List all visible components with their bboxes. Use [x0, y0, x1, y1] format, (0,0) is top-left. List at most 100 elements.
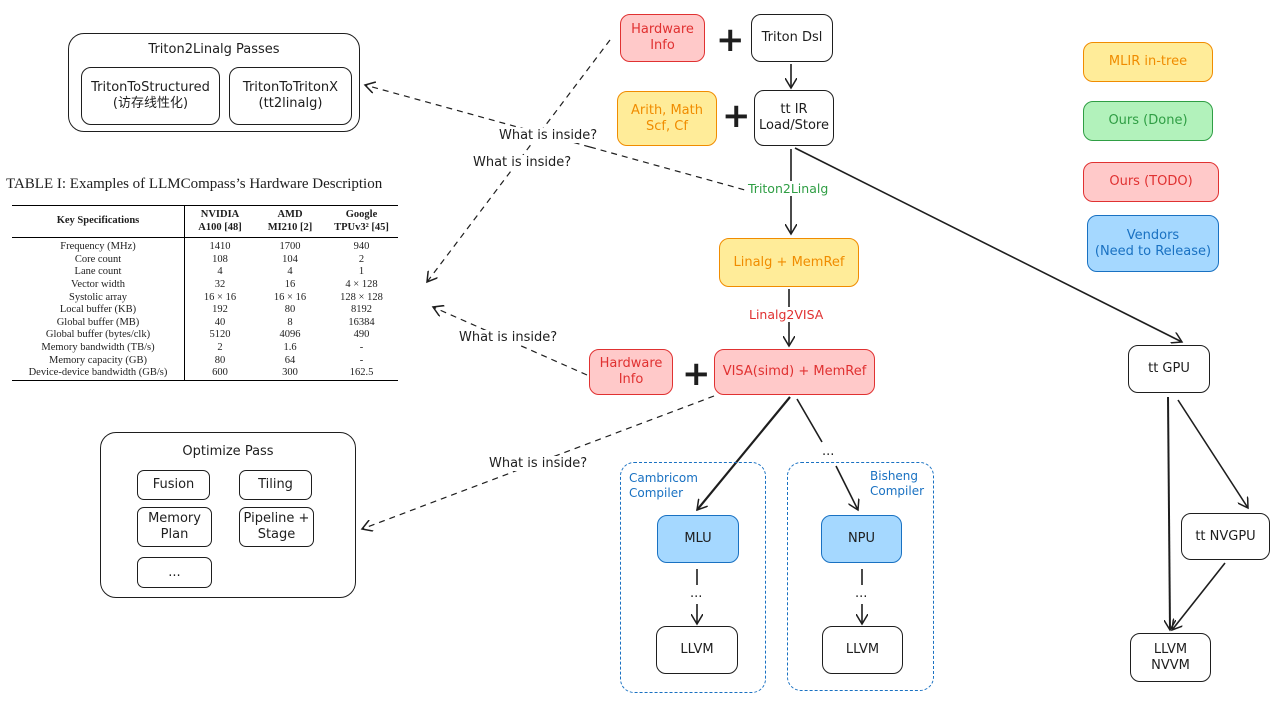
ellipsis-label: ...	[822, 444, 835, 459]
optimize-panel-title: Optimize Pass	[182, 444, 274, 459]
table-cell: 1	[358, 266, 365, 278]
table-cell: 128 × 128	[340, 291, 383, 303]
triton-dsl-node: Triton Dsl	[751, 14, 833, 62]
table-cell: 4096	[279, 329, 301, 341]
table-cell: 600	[212, 367, 228, 379]
pass-triton-to-tritonx: TritonToTritonX (tt2linalg)	[229, 67, 352, 125]
table-row-label: Memory bandwidth (TB/s)	[12, 341, 185, 355]
optimize-item-tiling: Tiling	[239, 470, 312, 500]
arrow-visa-to-dots	[796, 398, 823, 443]
llvm-mid-node: LLVM	[822, 626, 903, 674]
arith-math-node: Arith, Math Scf, Cf	[617, 91, 717, 146]
tt-gpu-node: tt GPU	[1128, 345, 1210, 393]
table-cell: 8192	[351, 304, 372, 316]
table-row-label: Device-device bandwidth (GB/s)	[12, 367, 185, 381]
plus-sign: +	[682, 354, 711, 394]
legend-ours-todo: Ours (TODO)	[1083, 162, 1219, 202]
table-row-label: Local buffer (KB)	[12, 304, 185, 317]
npu-node: NPU	[821, 515, 902, 563]
linalg-memref-node: Linalg + MemRef	[719, 238, 859, 287]
table-cell: 40	[214, 316, 226, 328]
table-row-label: Core count	[12, 253, 185, 267]
question-label-optimize: What is inside?	[489, 456, 588, 471]
table-cell: 490	[353, 329, 370, 341]
tt-ir-node: tt IR Load/Store	[754, 90, 834, 146]
arrow-ttir-to-ttgpu	[794, 147, 1182, 342]
table-cell: 2	[358, 253, 365, 265]
arrow-ttgpu-to-llvm	[1168, 396, 1170, 630]
npu-dots: ...	[855, 586, 868, 601]
llvm-left-node: LLVM	[656, 626, 738, 674]
table-cell: 16	[284, 278, 296, 290]
question-label-passes: What is inside?	[499, 128, 598, 143]
table-row-label: Frequency (MHz)	[12, 237, 185, 254]
table-cell: 4 × 128	[345, 278, 378, 290]
table-cell: -	[359, 341, 364, 353]
table-header-row: Key Specifications NVIDIA A100 [48] AMD …	[12, 205, 398, 238]
cambricon-compiler-group	[620, 462, 766, 693]
table-header-cell: NVIDIA A100 [48]	[198, 209, 242, 233]
visa-memref-node: VISA(simd) + MemRef	[714, 349, 875, 395]
linalg2visa-label: Linalg2VISA	[749, 307, 824, 322]
bisheng-compiler-group	[787, 462, 934, 691]
triton2linalg-label: Triton2Linalg	[748, 181, 829, 196]
table-cell: 108	[212, 253, 228, 265]
table-cell: 1.6	[283, 341, 297, 353]
table-cell: 162.5	[349, 367, 374, 379]
legend-mlir-in-tree: MLIR in-tree	[1083, 42, 1213, 82]
table-cell: 8	[287, 316, 293, 328]
table-cell: 1700	[279, 241, 301, 253]
table-row-label: Memory capacity (GB)	[12, 354, 185, 368]
pass-triton-to-structured: TritonToStructured (访存线性化)	[81, 67, 220, 125]
optimize-item-memory-plan: Memory Plan	[137, 507, 212, 547]
table-cell: 16 × 16	[273, 291, 307, 303]
mlu-dots: ...	[690, 586, 703, 601]
table-cell: 940	[353, 241, 370, 253]
table-cell: 64	[284, 354, 296, 366]
table-cell: 4	[217, 266, 223, 278]
table-cell: 16384	[348, 316, 375, 328]
table-row: Global buffer (bytes/clk) 5120 4096 490	[12, 329, 398, 342]
table-cell: 32	[214, 278, 226, 290]
legend-vendors: Vendors (Need to Release)	[1087, 215, 1219, 272]
table-cell: -	[359, 354, 364, 366]
plus-sign: +	[716, 20, 745, 60]
table-cell: 192	[212, 304, 228, 316]
question-label-table: What is inside?	[473, 155, 572, 170]
arrow-ttgpu-to-nvgpu	[1177, 399, 1248, 508]
table-row: Local buffer (KB) 192 80 8192	[12, 304, 398, 317]
table-row-label: Vector width	[12, 278, 185, 292]
table-row-label: Global buffer (bytes/clk)	[12, 329, 185, 342]
table-cell: 80	[284, 304, 296, 316]
arrow-dots-to-npu	[835, 465, 858, 510]
optimize-item-more: ...	[137, 557, 212, 588]
llvm-nvvm-node: LLVM NVVM	[1130, 633, 1211, 682]
table-cell: 5120	[209, 329, 231, 341]
table-row-label: Systolic array	[12, 291, 185, 305]
hardware-info-mid: Hardware Info	[589, 349, 673, 395]
table-cell: 80	[214, 354, 226, 366]
tt-nvgpu-node: tt NVGPU	[1181, 513, 1270, 560]
dashed-line-to-linalg	[589, 146, 746, 191]
mlu-node: MLU	[657, 515, 739, 563]
table-row: Memory capacity (GB) 80 64 -	[12, 354, 398, 368]
optimize-item-fusion: Fusion	[137, 470, 210, 500]
arrow-visa-to-mlu	[697, 396, 791, 510]
arrow-nvgpu-to-llvm	[1172, 562, 1226, 630]
table-header-cell: Google TPUv3² [45]	[334, 209, 389, 233]
table-cell: 4	[287, 266, 293, 278]
table-header-cell: Key Specifications	[12, 205, 185, 238]
passes-panel-title: Triton2Linalg Passes	[148, 42, 280, 57]
table-row-label: Lane count	[12, 266, 185, 279]
question-label-visa: What is inside?	[459, 330, 558, 345]
legend-ours-done: Ours (Done)	[1083, 101, 1213, 141]
plus-sign: +	[722, 96, 751, 136]
cambricon-compiler-title: Cambricom Compiler	[629, 471, 698, 500]
table-caption: TABLE I: Examples of LLMCompass’s Hardwa…	[6, 176, 383, 192]
